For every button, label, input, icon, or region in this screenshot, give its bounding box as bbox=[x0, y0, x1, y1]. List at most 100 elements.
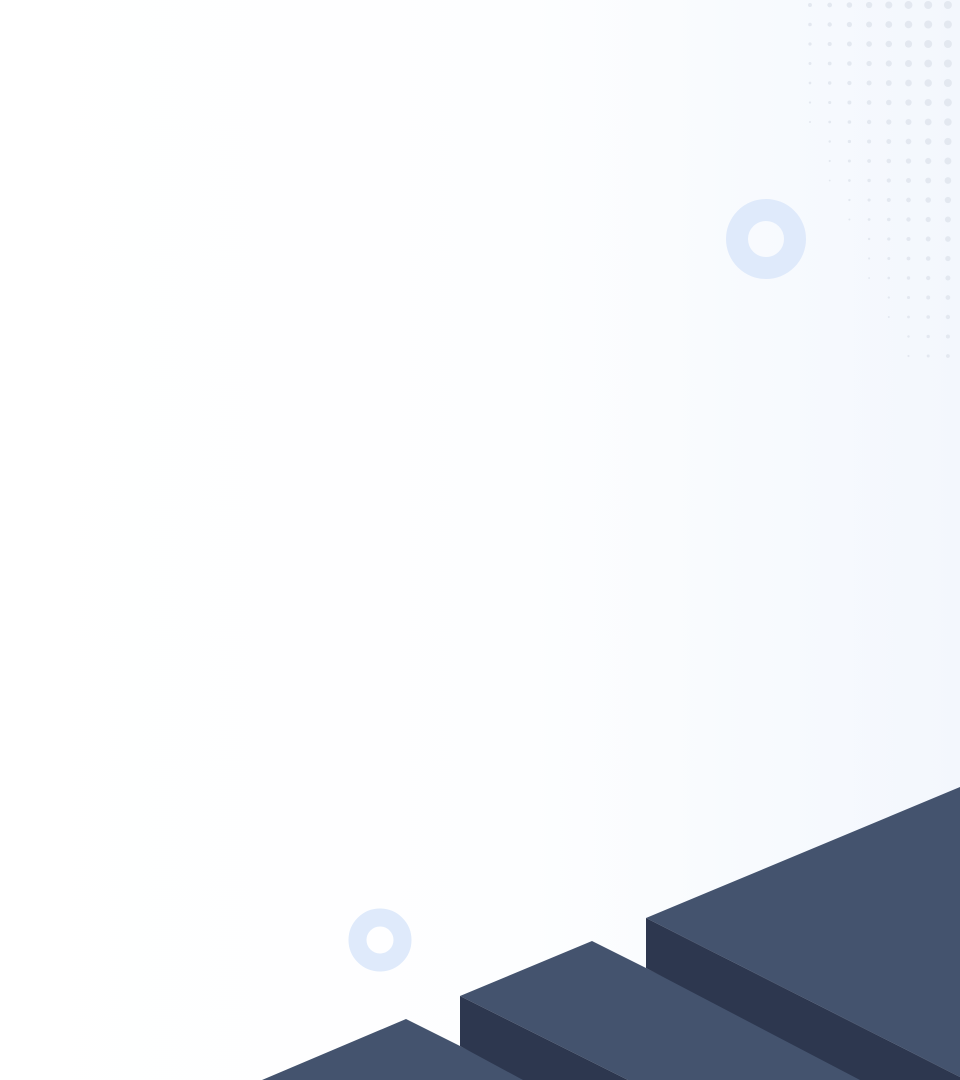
grid-dot bbox=[847, 139, 852, 144]
grid-dot bbox=[808, 101, 812, 104]
grid-dot bbox=[945, 314, 951, 320]
grid-dot bbox=[907, 315, 910, 319]
grid-dot bbox=[827, 61, 832, 66]
grid-dot bbox=[866, 21, 873, 28]
grid-dot bbox=[946, 354, 950, 358]
grid-dot bbox=[846, 41, 852, 47]
grid-dot bbox=[808, 81, 812, 85]
grid-dot bbox=[887, 257, 891, 260]
grid-dot bbox=[905, 119, 912, 125]
grid-dot bbox=[944, 177, 952, 184]
grid-dot bbox=[885, 80, 892, 86]
grid-dot bbox=[924, 138, 932, 145]
grid-dot bbox=[828, 179, 831, 182]
grid-dot bbox=[944, 118, 952, 126]
grid-dot bbox=[885, 40, 893, 48]
step-1-top bbox=[262, 1019, 528, 1080]
grid-dot bbox=[924, 40, 933, 48]
grid-dot bbox=[943, 20, 952, 29]
grid-dot bbox=[886, 139, 892, 144]
grid-dot bbox=[885, 21, 893, 28]
grid-dot bbox=[886, 158, 892, 164]
grid-dot bbox=[925, 256, 931, 261]
grid-dot bbox=[887, 296, 890, 299]
decorative-ring-large bbox=[726, 199, 806, 279]
grid-dot bbox=[906, 217, 911, 222]
grid-dot bbox=[905, 60, 912, 67]
step-3-top bbox=[646, 787, 960, 1080]
grid-dot bbox=[809, 121, 811, 123]
grid-dot bbox=[926, 295, 931, 300]
grid-dot bbox=[866, 41, 872, 47]
grid-dot bbox=[907, 335, 910, 338]
grid-dot bbox=[828, 140, 831, 143]
grid-dot bbox=[905, 99, 912, 106]
grid-dot bbox=[926, 354, 930, 358]
grid-dot bbox=[925, 177, 932, 184]
grid-dot bbox=[848, 179, 851, 182]
grid-dot bbox=[886, 99, 892, 106]
grid-dot bbox=[866, 119, 872, 125]
decorative-ring-small bbox=[348, 908, 412, 972]
grid-dot bbox=[885, 60, 892, 67]
grid-dot bbox=[905, 158, 912, 164]
grid-dot bbox=[846, 2, 853, 8]
isometric-steps bbox=[262, 787, 960, 1080]
grid-dot bbox=[886, 198, 891, 202]
grid-dot bbox=[828, 159, 831, 163]
grid-dot bbox=[886, 178, 891, 183]
grid-dot bbox=[906, 256, 911, 261]
grid-dot bbox=[944, 196, 952, 204]
grid-dot bbox=[945, 334, 950, 339]
dot-grid bbox=[808, 1, 952, 358]
grid-dot bbox=[925, 216, 931, 223]
grid-dot bbox=[847, 120, 852, 124]
grid-dot bbox=[868, 277, 871, 279]
grid-dot bbox=[867, 139, 872, 144]
grid-dot bbox=[847, 159, 851, 163]
grid-dot bbox=[847, 80, 852, 86]
grid-dot bbox=[866, 60, 872, 67]
step-3-side bbox=[646, 918, 960, 1080]
grid-dot bbox=[867, 159, 871, 163]
grid-dot bbox=[944, 216, 951, 223]
grid-dot bbox=[925, 197, 931, 203]
grid-dot bbox=[924, 59, 933, 68]
grid-dot bbox=[926, 315, 930, 319]
grid-dot bbox=[828, 100, 832, 105]
grid-dot bbox=[886, 119, 892, 125]
grid-dot bbox=[904, 20, 913, 29]
grid-dot bbox=[867, 178, 871, 183]
grid-dot bbox=[847, 61, 852, 66]
grid-dot bbox=[906, 295, 911, 300]
grid-dot bbox=[924, 118, 932, 126]
grid-dot bbox=[885, 1, 893, 9]
grid-dot bbox=[887, 237, 891, 241]
grid-dot bbox=[827, 22, 832, 27]
grid-dot bbox=[808, 42, 812, 46]
grid-dot bbox=[943, 98, 952, 107]
grid-dot bbox=[827, 81, 832, 85]
grid-dot bbox=[906, 276, 911, 280]
grid-dot bbox=[887, 276, 891, 280]
grid-dot bbox=[887, 316, 890, 318]
grid-dot bbox=[868, 257, 871, 260]
grid-dot bbox=[906, 236, 911, 242]
grid-dot bbox=[925, 157, 932, 165]
grid-dot bbox=[866, 80, 872, 86]
grid-dot bbox=[848, 218, 851, 221]
grid-dot bbox=[924, 79, 932, 87]
grid-dot bbox=[906, 197, 911, 203]
grid-dot bbox=[848, 198, 851, 202]
grid-dot bbox=[827, 2, 833, 8]
grid-dot bbox=[944, 157, 952, 165]
grid-dot bbox=[943, 1, 952, 9]
grid-dot bbox=[905, 79, 912, 87]
grid-dot bbox=[905, 138, 912, 145]
grid-dot bbox=[808, 62, 812, 65]
grid-dot bbox=[827, 41, 832, 47]
grid-dot bbox=[867, 198, 871, 202]
grid-dot bbox=[828, 120, 832, 124]
grid-dot bbox=[926, 275, 931, 281]
